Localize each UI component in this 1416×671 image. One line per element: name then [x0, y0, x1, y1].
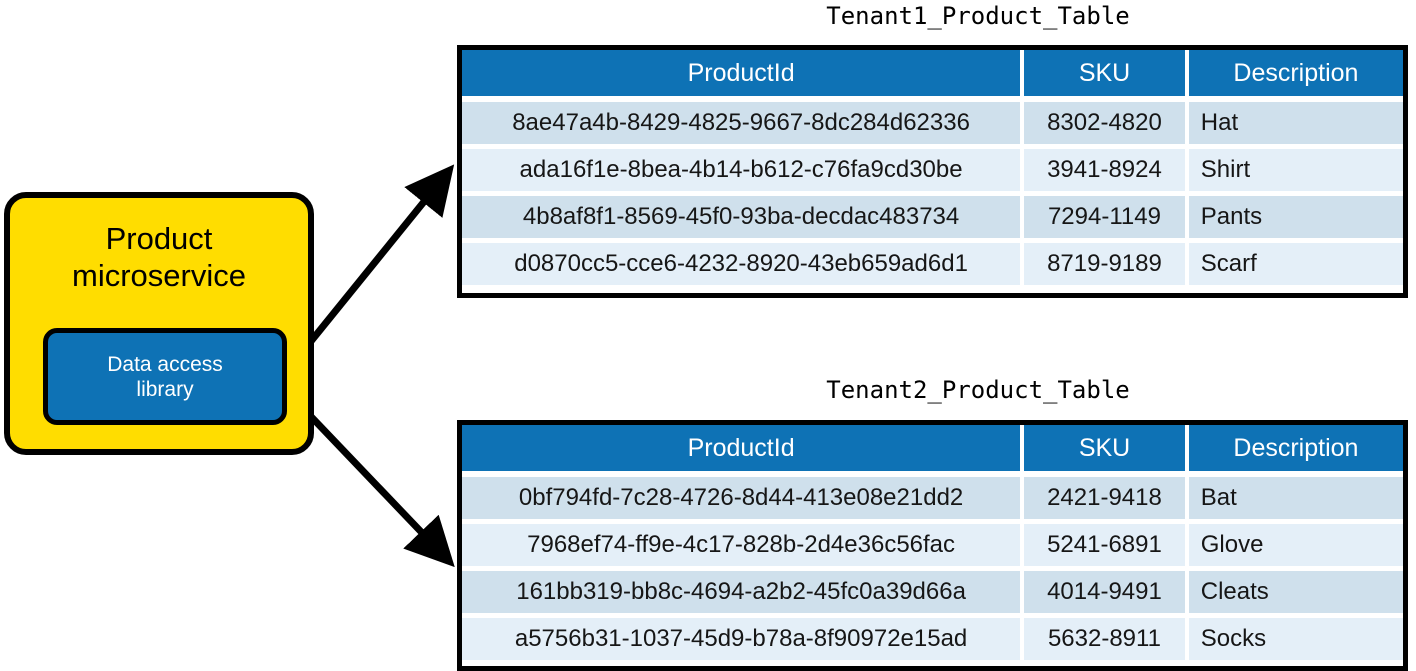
cell-description: Scarf	[1188, 243, 1404, 285]
column-divider	[1020, 102, 1025, 149]
column-divider	[1020, 618, 1025, 665]
cell-description: Shirt	[1188, 149, 1404, 191]
column-header-description: Description	[1188, 50, 1403, 96]
cell-sku: 2421-9418	[1024, 477, 1185, 519]
table-row: a5756b31-1037-45d9-b78a-8f90972e15ad 563…	[462, 618, 1404, 665]
cell-productid: 8ae47a4b-8429-4825-9667-8dc284d62336	[462, 102, 1021, 144]
table-header-row: ProductId SKU Description	[462, 50, 1403, 102]
tenant1-product-table: ProductId SKU Description 8ae47a4b-8429-…	[457, 45, 1408, 298]
column-divider	[1184, 618, 1189, 665]
product-microservice-box: Product microservice Data access library	[4, 192, 314, 455]
column-divider	[1020, 425, 1025, 477]
column-divider	[1020, 243, 1025, 290]
cell-productid: 0bf794fd-7c28-4726-8d44-413e08e21dd2	[462, 477, 1021, 519]
column-header-sku: SKU	[1024, 425, 1185, 471]
column-header-description: Description	[1188, 425, 1403, 471]
table-row: 0bf794fd-7c28-4726-8d44-413e08e21dd2 242…	[462, 477, 1404, 524]
column-header-sku: SKU	[1024, 50, 1185, 96]
cell-sku: 8719-9189	[1024, 243, 1185, 285]
column-divider	[1184, 243, 1189, 290]
column-divider	[1020, 196, 1025, 243]
column-divider	[1020, 50, 1025, 102]
column-header-productid: ProductId	[462, 50, 1021, 96]
cell-sku: 4014-9491	[1024, 571, 1185, 613]
cell-productid: 7968ef74-ff9e-4c17-828b-2d4e36c56fac	[462, 524, 1021, 566]
cell-description: Pants	[1188, 196, 1404, 238]
column-divider	[1184, 524, 1189, 571]
microservice-title: Product microservice	[72, 221, 246, 293]
cell-productid: 4b8af8f1-8569-45f0-93ba-decdac483734	[462, 196, 1021, 238]
cell-sku: 7294-1149	[1024, 196, 1185, 238]
column-divider	[1184, 571, 1189, 618]
tenant2-table-title: Tenant2_Product_Table	[826, 376, 1130, 404]
cell-description: Glove	[1188, 524, 1404, 566]
cell-description: Hat	[1188, 102, 1404, 144]
column-divider	[1020, 571, 1025, 618]
cell-productid: d0870cc5-cce6-4232-8920-43eb659ad6d1	[462, 243, 1021, 285]
column-divider	[1184, 102, 1189, 149]
cell-sku: 5241-6891	[1024, 524, 1185, 566]
cell-productid: ada16f1e-8bea-4b14-b612-c76fa9cd30be	[462, 149, 1021, 191]
table-row: 4b8af8f1-8569-45f0-93ba-decdac483734 729…	[462, 196, 1404, 243]
tenant2-product-table: ProductId SKU Description 0bf794fd-7c28-…	[457, 420, 1408, 671]
column-divider	[1184, 196, 1189, 243]
data-access-library-box: Data access library	[43, 328, 287, 425]
column-divider	[1020, 524, 1025, 571]
table-row: ada16f1e-8bea-4b14-b612-c76fa9cd30be 394…	[462, 149, 1404, 196]
column-divider	[1184, 50, 1189, 102]
table-row: d0870cc5-cce6-4232-8920-43eb659ad6d1 871…	[462, 243, 1404, 290]
column-divider	[1020, 477, 1025, 524]
cell-description: Cleats	[1188, 571, 1404, 613]
tenant1-table-title: Tenant1_Product_Table	[826, 2, 1130, 30]
column-divider	[1184, 149, 1189, 196]
table-row: 7968ef74-ff9e-4c17-828b-2d4e36c56fac 524…	[462, 524, 1404, 571]
column-divider	[1184, 425, 1189, 477]
column-divider	[1184, 477, 1189, 524]
data-access-library-label: Data access library	[107, 352, 223, 401]
table-row: 161bb319-bb8c-4694-a2b2-45fc0a39d66a 401…	[462, 571, 1404, 618]
table-row: 8ae47a4b-8429-4825-9667-8dc284d62336 830…	[462, 102, 1404, 149]
column-header-productid: ProductId	[462, 425, 1021, 471]
cell-sku: 5632-8911	[1024, 618, 1185, 660]
cell-description: Bat	[1188, 477, 1404, 519]
table-header-row: ProductId SKU Description	[462, 425, 1403, 477]
cell-productid: a5756b31-1037-45d9-b78a-8f90972e15ad	[462, 618, 1021, 660]
column-divider	[1020, 149, 1025, 196]
cell-sku: 8302-4820	[1024, 102, 1185, 144]
cell-sku: 3941-8924	[1024, 149, 1185, 191]
cell-productid: 161bb319-bb8c-4694-a2b2-45fc0a39d66a	[462, 571, 1021, 613]
cell-description: Socks	[1188, 618, 1404, 660]
